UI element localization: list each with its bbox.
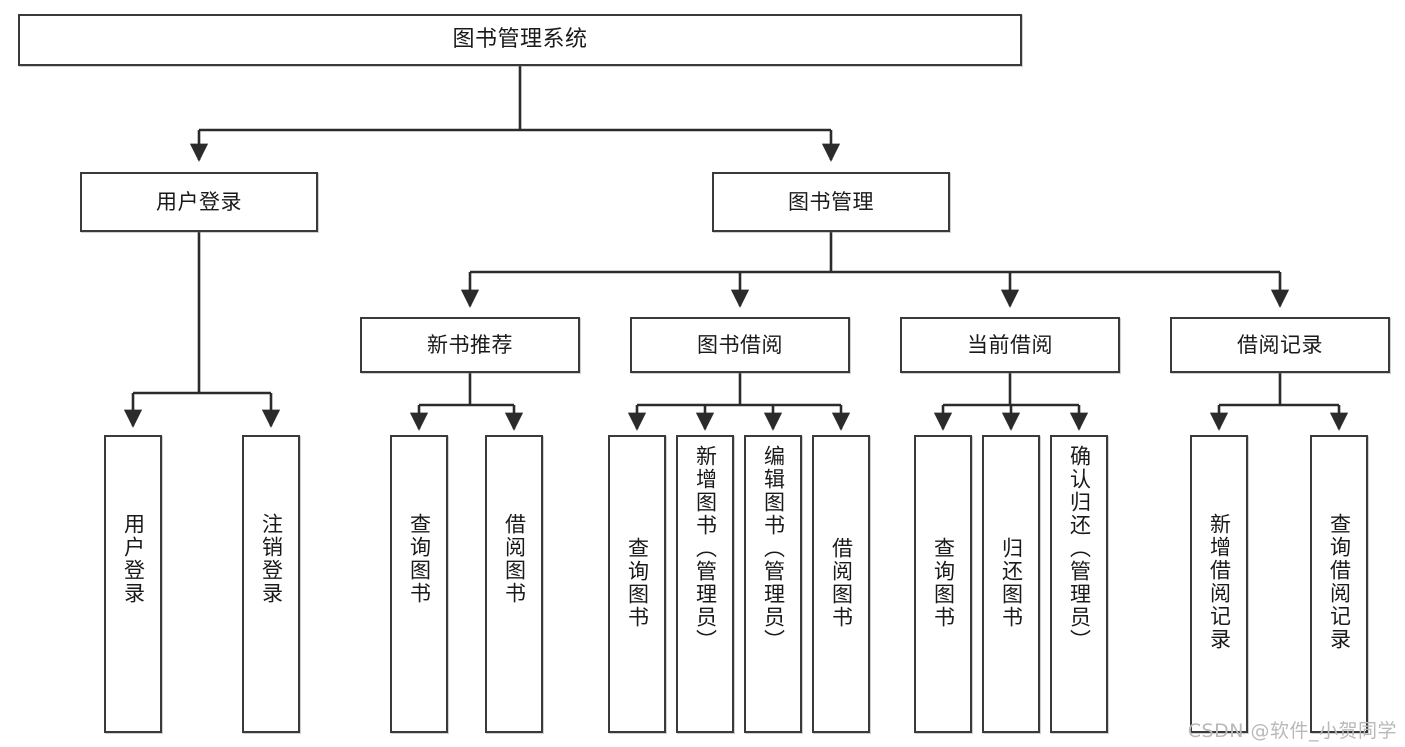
node-current-borrow[interactable]: 当前借阅 — [900, 317, 1120, 373]
node-label: 新书推荐 — [427, 332, 513, 357]
node-label: 用户登录 — [121, 513, 146, 605]
node-user-login[interactable]: 用户登录 — [80, 172, 318, 232]
node-label: 图书借阅 — [697, 332, 783, 357]
node-label: 新增借阅记录 — [1207, 513, 1232, 651]
node-label: 查询图书 — [625, 537, 650, 629]
node-root[interactable]: 图书管理系统 — [18, 14, 1022, 66]
leaf-logout-login[interactable]: 注销登录 — [242, 435, 300, 733]
node-new-book-recommend[interactable]: 新书推荐 — [360, 317, 580, 373]
node-label: 查询图书 — [931, 537, 956, 629]
leaf-add-borrow-record[interactable]: 新增借阅记录 — [1190, 435, 1248, 733]
leaf-borrow-book-2[interactable]: 借阅图书 — [812, 435, 870, 733]
leaf-query-book-3[interactable]: 查询图书 — [914, 435, 972, 733]
leaf-edit-book[interactable]: 编辑图书（管理员） — [744, 435, 802, 733]
node-label: 借阅图书 — [502, 513, 527, 605]
node-label: 借阅记录 — [1237, 332, 1323, 357]
leaf-confirm-return[interactable]: 确认归还（管理员） — [1050, 435, 1108, 733]
leaf-query-book-2[interactable]: 查询图书 — [608, 435, 666, 733]
node-label: 确认归还（管理员） — [1067, 445, 1092, 652]
node-book-borrow[interactable]: 图书借阅 — [630, 317, 850, 373]
leaf-user-login[interactable]: 用户登录 — [104, 435, 162, 733]
leaf-query-borrow-record[interactable]: 查询借阅记录 — [1310, 435, 1368, 733]
watermark: CSDN @软件_小贺同学 — [1187, 720, 1397, 742]
node-label: 注销登录 — [259, 513, 284, 605]
node-label: 查询图书 — [407, 513, 432, 605]
node-label: 查询借阅记录 — [1327, 513, 1352, 651]
leaf-add-book[interactable]: 新增图书（管理员） — [676, 435, 734, 733]
leaf-return-book[interactable]: 归还图书 — [982, 435, 1040, 733]
node-label: 图书管理 — [788, 189, 874, 214]
node-label: 借阅图书 — [829, 537, 854, 629]
node-label: 图书管理系统 — [452, 27, 588, 53]
node-label: 新增图书（管理员） — [693, 445, 718, 652]
node-label: 归还图书 — [999, 537, 1024, 629]
node-borrow-record[interactable]: 借阅记录 — [1170, 317, 1390, 373]
leaf-borrow-book-1[interactable]: 借阅图书 — [485, 435, 543, 733]
node-book-manage[interactable]: 图书管理 — [712, 172, 950, 232]
leaf-query-book-1[interactable]: 查询图书 — [390, 435, 448, 733]
node-label: 当前借阅 — [967, 332, 1053, 357]
node-label: 编辑图书（管理员） — [761, 445, 786, 652]
node-label: 用户登录 — [156, 189, 242, 214]
